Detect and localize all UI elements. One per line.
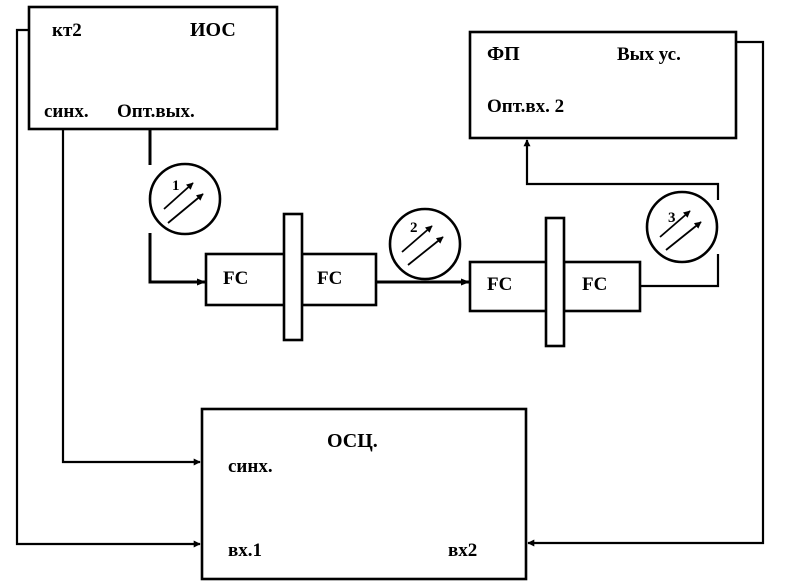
fc-label-1a: FC — [223, 268, 248, 289]
attenuator-2-arrow-a — [401, 225, 433, 253]
fc-label-2b: FC — [582, 274, 607, 295]
osc-sync-label: синх. — [228, 456, 273, 477]
attenuator-1-arrow-a — [163, 182, 194, 210]
attenuator-3-arrow-b — [665, 221, 702, 251]
ios-kt2-label: кт2 — [52, 20, 82, 41]
fiber-fc2-to-att3 — [640, 254, 720, 288]
wire-kt2-to-osc-in1 — [15, 28, 201, 548]
fiber-att3-to-fp — [523, 139, 720, 200]
fc-label-1b: FC — [317, 268, 342, 289]
fp-out-label: Вых ус. — [617, 44, 681, 65]
attenuator-1-arrow-b — [167, 193, 204, 224]
osc-title: ОСЦ. — [327, 430, 378, 452]
fc-label-2a: FC — [487, 274, 512, 295]
wire-sync-to-osc — [61, 129, 201, 466]
ios-block: кт2 ИОС синх. Опт.вых. — [27, 5, 279, 131]
attenuator-1-number: 1 — [172, 178, 180, 194]
attenuator-1: 1 — [148, 162, 222, 236]
attenuator-2-number: 2 — [410, 220, 418, 236]
attenuator-3: 3 — [645, 190, 719, 264]
osc-in2-label: вх2 — [448, 540, 477, 561]
osc-in1-label: вх.1 — [228, 540, 262, 561]
attenuator-2-arrow-b — [407, 236, 444, 266]
ios-sync-label: синх. — [44, 101, 89, 122]
attenuator-3-number: 3 — [668, 210, 676, 226]
ios-opt-out-label: Опт.вых. — [117, 101, 195, 122]
attenuator-2: 2 — [388, 207, 462, 281]
fiber-att1-to-fc1 — [148, 233, 206, 286]
fc-connector-pair-2: FC FC — [468, 216, 642, 348]
fc-connector-pair-1: FC FC — [204, 212, 378, 342]
fp-title: ФП — [487, 43, 520, 65]
fp-opt-in-label: Опт.вх. 2 — [487, 96, 564, 117]
wire-fp-out-to-osc-in2 — [527, 40, 765, 547]
attenuator-3-arrow-a — [659, 210, 691, 238]
ios-title: ИОС — [190, 19, 236, 41]
osc-block: ОСЦ. синх. вх.1 вх2 — [200, 407, 528, 581]
fp-block: ФП Вых ус. Опт.вх. 2 — [468, 30, 738, 140]
